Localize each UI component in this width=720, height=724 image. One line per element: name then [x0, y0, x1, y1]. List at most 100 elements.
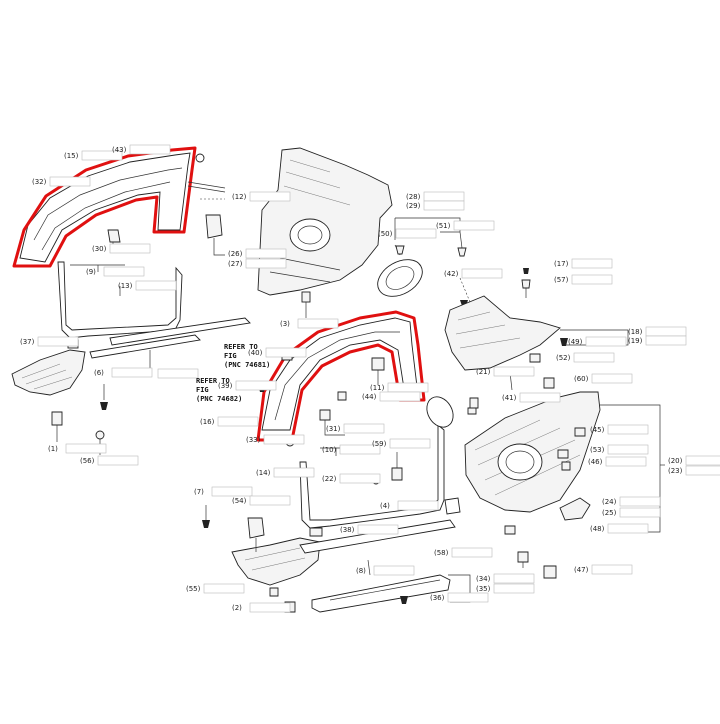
callout-box — [265, 347, 307, 358]
callout-label: (52) — [556, 354, 571, 362]
callout-label: (1) — [48, 445, 58, 453]
callout-23: (23) — [668, 465, 720, 476]
speaker-grille — [377, 259, 423, 297]
callout-box — [273, 467, 315, 478]
callout-box — [619, 496, 661, 507]
callout-41: (41) — [502, 392, 561, 403]
callout-39: (39) — [218, 380, 277, 391]
callout-box — [605, 456, 647, 467]
callout-box — [263, 434, 305, 445]
callout-box — [357, 524, 399, 535]
callout-27: (27) — [228, 258, 287, 269]
callout-1: (1) — [48, 443, 107, 454]
callout-box — [519, 392, 561, 403]
callout-box — [97, 455, 139, 466]
callout-label: (8) — [356, 567, 366, 575]
callout-18: (18) — [628, 326, 687, 337]
callout-label: (49) — [568, 338, 583, 346]
callout-label: (21) — [476, 368, 491, 376]
callout-label: (7) — [194, 488, 204, 496]
callout-label: (59) — [372, 440, 387, 448]
rear-rocker-moulding — [299, 519, 456, 554]
callout-box — [447, 592, 489, 603]
callout-label: (34) — [476, 575, 491, 583]
callout-label: (6) — [94, 369, 104, 377]
callout-33: (33) — [246, 434, 305, 445]
callout-label: (18) — [628, 328, 643, 336]
callout-45: (45) — [590, 424, 649, 435]
ref2-line3: (PNC 74682) — [196, 395, 242, 403]
callout-17: (17) — [554, 258, 613, 269]
callout-label: (42) — [444, 270, 459, 278]
callout-4: (4) — [380, 500, 439, 511]
callout-label: (44) — [362, 393, 377, 401]
callout-42: (42) — [444, 268, 503, 279]
callout-label: (17) — [554, 260, 569, 268]
callout-43: (43) — [112, 144, 171, 155]
clip-43 — [195, 153, 205, 163]
callout-box — [203, 583, 245, 594]
ref1-line1: REFER TO — [224, 343, 258, 351]
callout-20: (20) — [668, 455, 720, 466]
callout-label: (43) — [112, 146, 127, 154]
callout-label: (14) — [256, 469, 271, 477]
callout-box — [249, 495, 291, 506]
highlight-rear-weatherstrip — [256, 310, 426, 442]
callout-54: (54) — [232, 495, 291, 506]
callout-layer: (15)(43)(32)(12)(30)(9)(26)(27)(13)(28)(… — [20, 144, 720, 613]
callout-10: (10) — [322, 444, 381, 455]
callout-box — [109, 243, 151, 254]
callout-22: (22) — [322, 473, 381, 484]
callout-32: (32) — [32, 176, 91, 187]
callout-label: (40) — [248, 349, 263, 357]
callout-label: (50) — [378, 230, 393, 238]
callout-label: (26) — [228, 250, 243, 258]
callout-label: (54) — [232, 497, 247, 505]
callout-box — [373, 565, 415, 576]
callout-48: (48) — [590, 523, 649, 534]
callout-label: (47) — [574, 566, 589, 574]
callout-box — [493, 573, 535, 584]
callout-label: (9) — [86, 268, 96, 276]
callout-label: (2) — [232, 604, 242, 612]
callout-box — [129, 144, 171, 155]
callout-56: (56) — [80, 455, 139, 466]
callout-label: (32) — [32, 178, 47, 186]
callout-label: (57) — [554, 276, 569, 284]
callout-51: (51) — [436, 220, 495, 231]
callout-28: (28) — [406, 191, 465, 202]
callout-44: (44) — [362, 391, 421, 402]
callout-box — [461, 268, 503, 279]
callout-16: (16) — [200, 416, 259, 427]
callout-label: (46) — [588, 458, 603, 466]
callout-label: (56) — [80, 457, 95, 465]
callout-box — [387, 382, 429, 393]
callout-label: (29) — [406, 202, 421, 210]
callout-box — [217, 416, 259, 427]
callout-label: (48) — [590, 525, 605, 533]
callout-37: (37) — [20, 336, 79, 347]
callout-30: (30) — [92, 243, 151, 254]
callout-box — [685, 465, 720, 476]
callout-box — [103, 266, 145, 277]
callout-box — [157, 368, 199, 379]
callout-label: (16) — [200, 418, 215, 426]
callout-38: (38) — [340, 524, 399, 535]
callout-box — [379, 391, 421, 402]
callout-box — [685, 455, 720, 466]
callout-box — [645, 326, 687, 337]
callout-label: (4) — [380, 502, 390, 510]
callout-34: (34) — [476, 573, 535, 584]
callout-58: (58) — [434, 547, 493, 558]
ref2-line1: REFER TO — [196, 377, 230, 385]
callout-label: (11) — [370, 384, 385, 392]
callout-label: (15) — [64, 152, 79, 160]
callout-label: (35) — [476, 585, 491, 593]
callout-box — [571, 274, 613, 285]
callout-label: (3) — [280, 320, 290, 328]
callout-box — [591, 564, 633, 575]
callout-box — [49, 176, 91, 187]
callout-11: (11) — [370, 382, 429, 393]
callout-49: (49) — [568, 336, 627, 347]
